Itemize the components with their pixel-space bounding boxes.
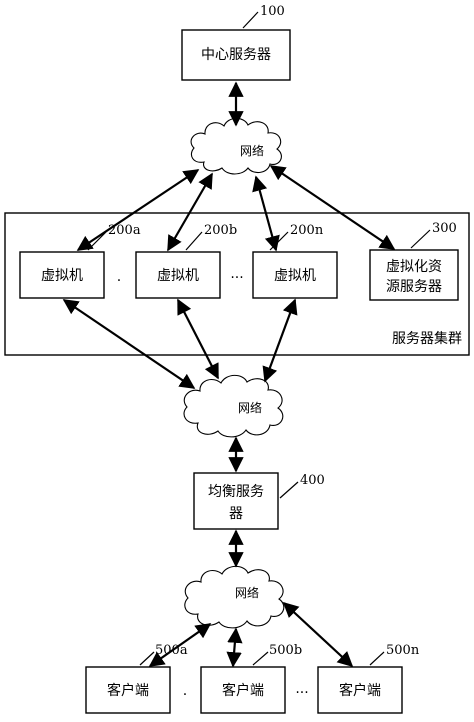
edge-bottom-network-to-client-a	[148, 623, 212, 667]
client-n-ref: 500n	[386, 643, 420, 658]
virt-resource-server-ref-leader	[410, 229, 431, 249]
vm-b-box	[135, 251, 221, 299]
edge-top-network-to-vm-b	[167, 172, 213, 252]
network-top-cloud-shape	[190, 117, 282, 175]
vm-n-label: 虚拟机	[274, 268, 316, 284]
client-b-ref-leader	[252, 651, 269, 666]
edge-top-network-to-virt-server	[269, 165, 396, 250]
network-top-cloud: 网络	[190, 117, 282, 175]
central-server-box	[181, 29, 291, 81]
virt-resource-server-label-line1: 虚拟化资	[386, 259, 442, 275]
balancer-server-box	[193, 472, 279, 530]
network-bottom-label: 网络	[235, 585, 259, 600]
central-server-ref-leader	[242, 11, 259, 29]
client-a-ref-leader	[139, 651, 155, 666]
client-a-box	[85, 666, 171, 714]
balancer-server-label-line2: 器	[229, 506, 243, 522]
client-n-box	[317, 666, 403, 714]
server-cluster-label: 服务器集群	[392, 330, 462, 347]
client-b-ref: 500b	[269, 643, 302, 658]
client-n-label: 客户端	[339, 682, 381, 699]
edge-top-network-to-vm-a	[76, 169, 200, 251]
network-middle-cloud: 网络	[183, 374, 284, 438]
connections	[62, 81, 396, 668]
edge-vm-a-to-middle-network	[62, 299, 196, 389]
client-n-ref-leader	[369, 651, 385, 666]
edge-bottom-network-to-client-n	[282, 601, 354, 668]
network-bottom-cloud: 网络	[184, 565, 285, 629]
vm-b-label: 虚拟机	[157, 268, 199, 284]
vm-b-ref: 200b	[204, 223, 237, 238]
vm-separator-bn: ···	[230, 270, 243, 286]
client-b-box	[200, 666, 286, 714]
vm-n-box	[252, 251, 338, 299]
client-separator-bn: ···	[295, 685, 308, 701]
virt-resource-server-box	[369, 249, 459, 301]
balancer-server-ref: 400	[300, 473, 325, 488]
virt-resource-server-ref: 300	[432, 221, 457, 236]
network-bottom-cloud-shape	[184, 565, 285, 629]
client-b-label: 客户端	[222, 682, 264, 699]
edge-bottom-network-to-client-b	[226, 627, 243, 668]
vm-a-box	[19, 251, 105, 299]
network-top-label: 网络	[240, 143, 264, 158]
vm-n-ref: 200n	[290, 223, 324, 238]
client-separator-ab: .	[183, 683, 187, 699]
server-cluster-frame	[4, 212, 470, 356]
central-server-ref: 100	[260, 4, 285, 19]
client-a-label: 客户端	[107, 682, 149, 699]
vm-separator-ab: .	[117, 269, 121, 285]
vm-a-label: 虚拟机	[41, 268, 83, 284]
network-middle-label: 网络	[238, 400, 262, 415]
vm-a-ref: 200a	[108, 223, 141, 238]
central-server-label: 中心服务器	[201, 47, 271, 63]
balancer-server-label-line1: 均衡服务	[208, 484, 264, 500]
balancer-server-ref-leader	[279, 481, 299, 499]
edge-vm-n-to-middle-network	[262, 298, 298, 383]
virt-resource-server-label-line2: 源服务器	[386, 279, 442, 295]
edge-vm-b-to-middle-network	[177, 298, 219, 380]
vm-b-ref-leader	[185, 231, 203, 251]
network-middle-cloud-shape	[183, 374, 284, 438]
